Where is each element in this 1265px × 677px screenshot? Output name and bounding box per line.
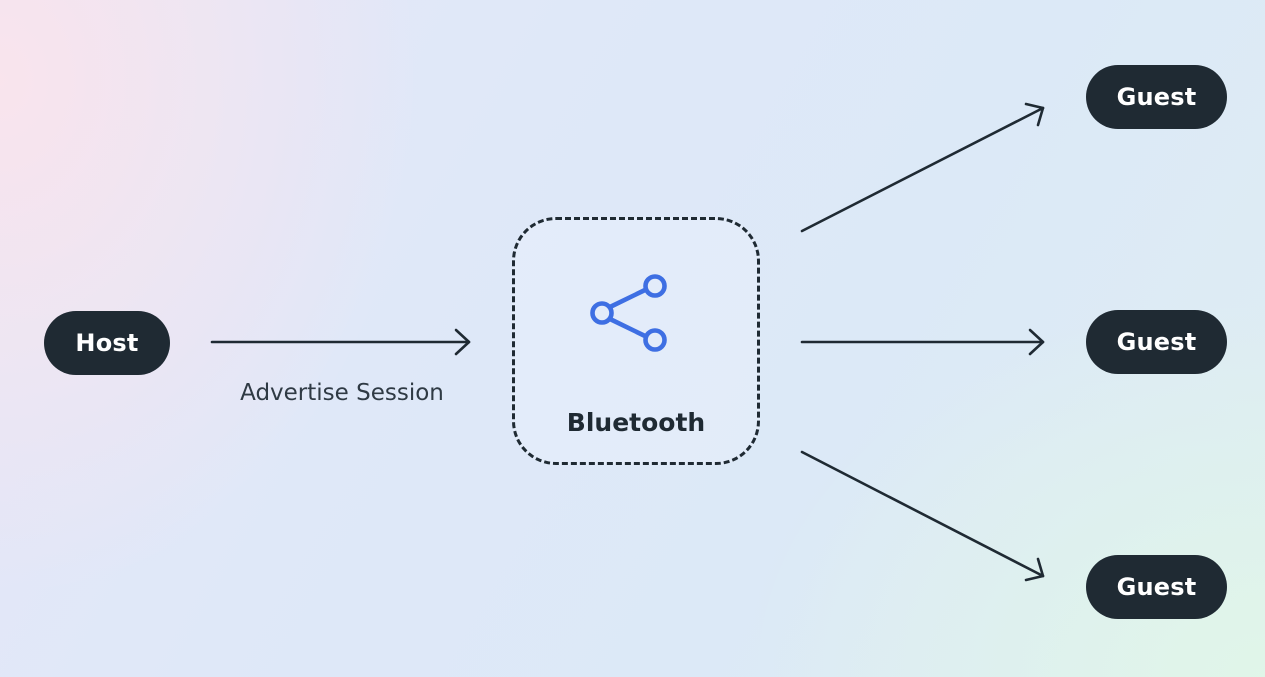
bluetooth-node <box>512 217 760 465</box>
host-node-label: Host <box>75 329 139 357</box>
edge-label-advertise-session: Advertise Session <box>240 380 444 406</box>
bluetooth-node-label: Bluetooth <box>566 408 706 437</box>
arrow-bluetooth-to-guest-2 <box>800 328 1045 356</box>
guest-node: Guest <box>1086 310 1227 374</box>
guest-node: Guest <box>1086 555 1227 619</box>
guest-node-label: Guest <box>1116 573 1197 601</box>
host-node: Host <box>44 311 170 375</box>
arrow-bluetooth-to-guest-1 <box>800 102 1045 233</box>
guest-node-label: Guest <box>1116 328 1197 356</box>
guest-node: Guest <box>1086 65 1227 129</box>
guest-node-label: Guest <box>1116 83 1197 111</box>
share-icon <box>590 274 667 352</box>
arrow-host-to-bluetooth <box>210 328 471 356</box>
arrow-bluetooth-to-guest-3 <box>800 450 1045 582</box>
